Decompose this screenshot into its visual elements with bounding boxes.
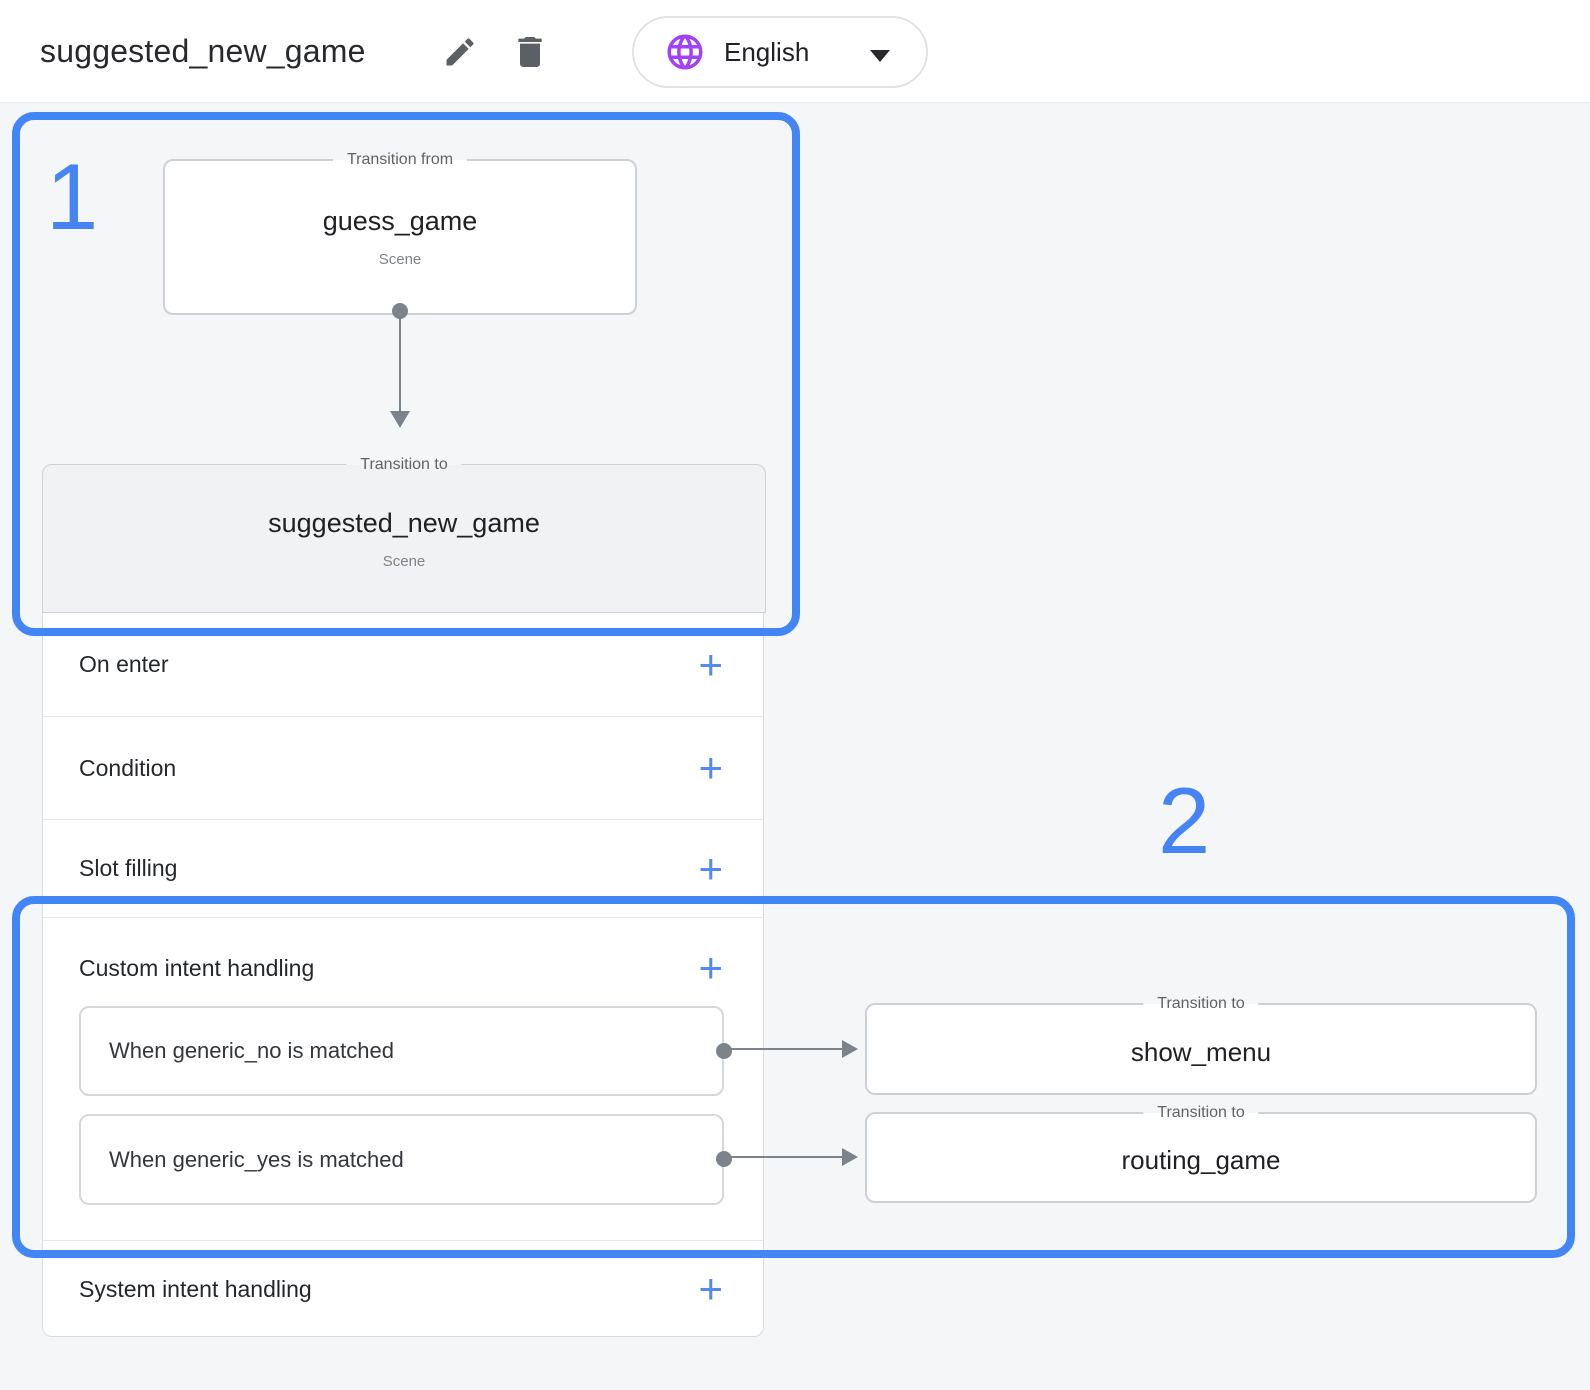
add-system-intent-button[interactable]: +: [694, 1268, 727, 1310]
transition-from-legend: Transition from: [332, 149, 468, 171]
section-label: On enter: [79, 651, 169, 677]
connector-line: [723, 1048, 844, 1050]
edit-scene-button[interactable]: [434, 26, 486, 78]
header: suggested_new_game English: [0, 0, 1590, 103]
pencil-icon: [442, 34, 478, 70]
add-on-enter-button[interactable]: +: [694, 643, 727, 685]
transition-target-routing-game[interactable]: Transition to routing_game: [865, 1102, 1537, 1203]
add-custom-intent-button[interactable]: +: [694, 947, 727, 989]
arrow-right-icon: [842, 1040, 858, 1058]
section-label: Slot filling: [79, 855, 178, 881]
page-title: suggested_new_game: [40, 33, 366, 69]
transition-target-show-menu[interactable]: Transition to show_menu: [865, 993, 1537, 1095]
add-condition-button[interactable]: +: [694, 747, 727, 789]
transition-from-name: guess_game: [322, 206, 478, 236]
scene-panel: Transition to suggested_new_game Scene O…: [42, 454, 766, 1337]
delete-scene-button[interactable]: [504, 26, 556, 78]
section-custom-intent-handling: Custom intent handling + When generic_no…: [43, 917, 763, 1240]
section-label: System intent handling: [79, 1275, 312, 1302]
globe-icon: [664, 31, 706, 73]
section-slot-filling: Slot filling +: [43, 819, 763, 917]
transition-target-name: routing_game: [1121, 1145, 1281, 1175]
transition-to-type: Scene: [382, 552, 426, 570]
transition-to-legend: Transition to: [346, 454, 462, 476]
trash-icon: [510, 32, 550, 72]
intent-card-generic-yes[interactable]: When generic_yes is matched: [79, 1114, 724, 1205]
transition-to-name: suggested_new_game: [268, 507, 540, 538]
section-system-intent-handling: System intent handling +: [43, 1240, 763, 1337]
arrow-right-icon: [842, 1148, 858, 1166]
intent-card-generic-no[interactable]: When generic_no is matched: [79, 1006, 724, 1096]
annotation-number-2: 2: [1158, 768, 1211, 873]
connector-dot: [716, 1043, 732, 1059]
transition-to-box[interactable]: Transition to suggested_new_game Scene: [42, 454, 766, 613]
language-selector[interactable]: English: [632, 16, 928, 88]
connector-line: [723, 1156, 844, 1158]
transition-target-legend: Transition to: [1143, 993, 1259, 1015]
transition-target-name: show_menu: [1130, 1036, 1272, 1067]
section-condition: Condition +: [43, 716, 763, 819]
transition-from-box[interactable]: Transition from guess_game Scene: [163, 149, 637, 315]
connector-dot: [392, 303, 408, 319]
chevron-down-icon: [870, 50, 890, 62]
connector-line: [399, 317, 401, 413]
language-label: English: [724, 36, 810, 67]
arrow-down-icon: [390, 411, 410, 428]
section-on-enter: On enter +: [43, 613, 763, 716]
connector-dot: [716, 1151, 732, 1167]
section-label: Condition: [79, 754, 177, 781]
annotation-number-1: 1: [46, 144, 99, 249]
add-slot-filling-button[interactable]: +: [694, 847, 727, 889]
transition-from-type: Scene: [378, 251, 422, 268]
transition-target-legend: Transition to: [1143, 1102, 1259, 1124]
section-label: Custom intent handling: [79, 954, 315, 981]
